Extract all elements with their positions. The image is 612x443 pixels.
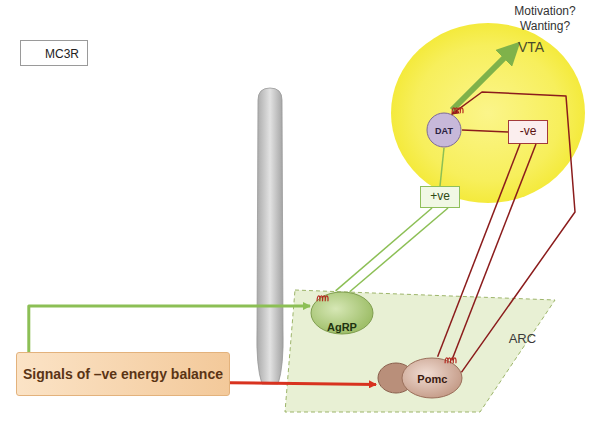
connector: [230, 383, 376, 385]
negative-box: -ve: [508, 120, 548, 144]
motivation-arrow: [452, 50, 512, 110]
legend-box: MC3R: [20, 40, 88, 66]
positive-box: +ve: [420, 186, 460, 208]
agrp-cell: [311, 292, 373, 334]
connector: [452, 92, 575, 372]
node-label: DAT: [435, 126, 453, 136]
connector: [350, 208, 448, 292]
legend-label: MC3R: [45, 47, 79, 61]
dat-neuron: DAT: [426, 112, 462, 148]
connector: [29, 306, 310, 352]
node-label: Pomc: [417, 373, 447, 386]
node-label: VTA: [518, 39, 544, 55]
node-label: Signals of –ve energy balance: [23, 366, 223, 382]
connector: [462, 130, 508, 132]
connector: [336, 208, 432, 291]
node-label: +ve: [430, 190, 450, 204]
vta-region: VTA DAT -ve +ve: [390, 22, 586, 204]
mc3r-receptor: [445, 358, 456, 363]
connector: [452, 144, 536, 360]
third-ventricle: [257, 88, 283, 384]
connector: [440, 148, 444, 186]
arc-region: ARC AgRP Pomc: [283, 286, 563, 414]
connector: [438, 144, 520, 357]
dat-cell: [427, 113, 461, 147]
vta-outline: [390, 22, 586, 204]
agrp-neuron: AgRP: [310, 290, 374, 336]
mc3r-receptor: [317, 296, 328, 301]
node-label: ARC: [509, 332, 536, 347]
node-label: AgRP: [327, 321, 357, 334]
node-label: -ve: [520, 125, 537, 139]
signals-box: Signals of –ve energy balance: [16, 352, 230, 396]
pomc-neuron: Pomc: [376, 354, 464, 400]
pomc-cell: [402, 358, 462, 398]
arc-fill: [285, 290, 555, 412]
outcome-label: Motivation? Wanting?: [497, 4, 593, 34]
mc3r-receptor: [452, 108, 463, 113]
vta-fill: [391, 23, 585, 203]
